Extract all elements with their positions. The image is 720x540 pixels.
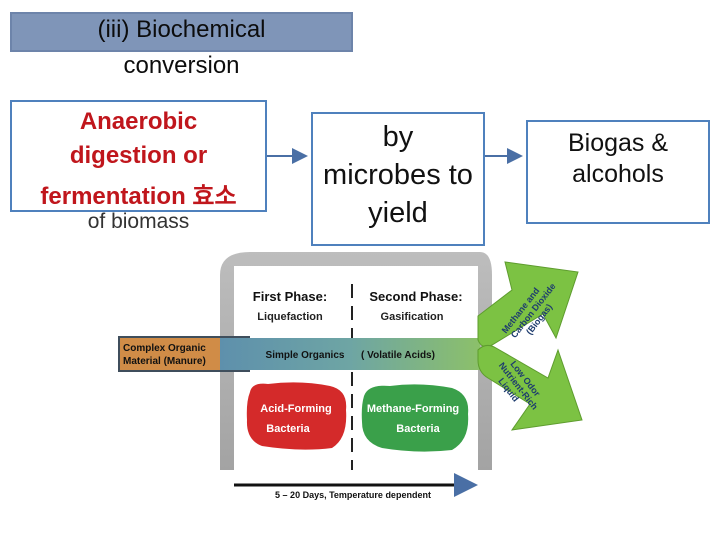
agent-line-2: microbes to	[323, 159, 473, 191]
flow-band	[220, 338, 480, 370]
second-phase-sub: Gasification	[381, 311, 444, 323]
input-line-1: Complex Organic	[123, 343, 206, 354]
timeline-label: 5 – 20 Days, Temperature dependent	[275, 490, 431, 500]
acid-bacteria-line-1: Acid-Forming	[260, 403, 332, 415]
process-line-3: fermentation 효소	[40, 183, 237, 210]
agent-line-3: yield	[368, 197, 428, 229]
input-bar-fill	[120, 338, 220, 370]
methane-forming-bacteria	[361, 384, 469, 452]
second-phase-label: Second Phase:	[369, 289, 462, 304]
first-phase-label: First Phase:	[253, 289, 327, 304]
input-line-2: Material (Manure)	[123, 356, 206, 367]
simple-organics-label: Simple Organics	[266, 350, 345, 361]
process-box	[10, 100, 267, 212]
process-line-2: digestion or	[69, 142, 208, 169]
acid-bacteria-line-2: Bacteria	[266, 423, 310, 435]
process-line-4-clip: of biomass	[12, 206, 265, 232]
outflow-arrow-lower	[477, 344, 583, 431]
agent-line-1: by	[382, 121, 414, 153]
vessel-label: Air-Tight Digester Vessel	[294, 266, 412, 277]
title-banner	[10, 12, 353, 52]
process-line-4: of biomass	[87, 210, 190, 232]
volatile-acids-label: ( Volatile Acids)	[361, 350, 435, 361]
methane-bacteria-line-1: Methane-Forming	[367, 403, 459, 415]
output-box	[526, 120, 710, 224]
methane-bacteria-line-2: Bacteria	[396, 423, 440, 435]
output-line-2: alcohols	[572, 160, 664, 188]
output-line-1: Biogas &	[567, 129, 669, 157]
title-line-2: conversion	[123, 52, 240, 79]
agent-box	[311, 112, 485, 246]
first-phase-sub: Liquefaction	[257, 311, 323, 323]
title-line-1: (iii) Biochemical	[97, 16, 266, 43]
process-line-1: Anaerobic	[79, 108, 198, 135]
acid-forming-bacteria	[246, 382, 347, 450]
